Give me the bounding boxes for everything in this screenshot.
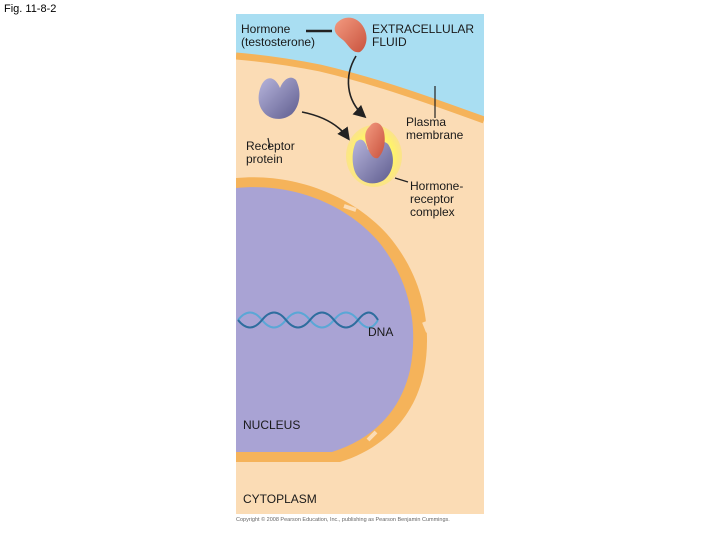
- nucleus-label: NUCLEUS: [243, 418, 301, 432]
- leader-complex: [394, 177, 409, 183]
- plasma-membrane-label: Plasma membrane: [406, 115, 464, 142]
- extracellular-region: [236, 14, 484, 120]
- receptor-protein: [258, 77, 300, 119]
- hormone-molecule: [334, 17, 367, 53]
- bound-hormone: [365, 122, 385, 159]
- dna-helix: [237, 311, 379, 329]
- extracellular-fluid-label: EXTRACELLULAR FLUID: [372, 22, 475, 49]
- receptor-protein-label: Receptor protein: [246, 139, 295, 166]
- figure-label: Fig. 11-8-2: [4, 3, 57, 15]
- plasma-membrane: [236, 52, 484, 124]
- dna-label: DNA: [368, 325, 394, 339]
- hormone-label: Hormone (testosterone): [241, 22, 316, 49]
- bound-receptor: [352, 139, 393, 184]
- copyright-notice: Copyright © 2008 Pearson Education, Inc.…: [236, 517, 450, 523]
- arrow-receptor-to-complex: [301, 111, 350, 141]
- arrow-hormone-to-complex: [347, 55, 367, 119]
- leader-receptor: [267, 137, 271, 149]
- hormone-receptor-complex-label: Hormone- receptor complex: [410, 179, 464, 219]
- nucleus-region: [236, 187, 414, 452]
- cytoplasm-label: CYTOPLASM: [243, 492, 317, 506]
